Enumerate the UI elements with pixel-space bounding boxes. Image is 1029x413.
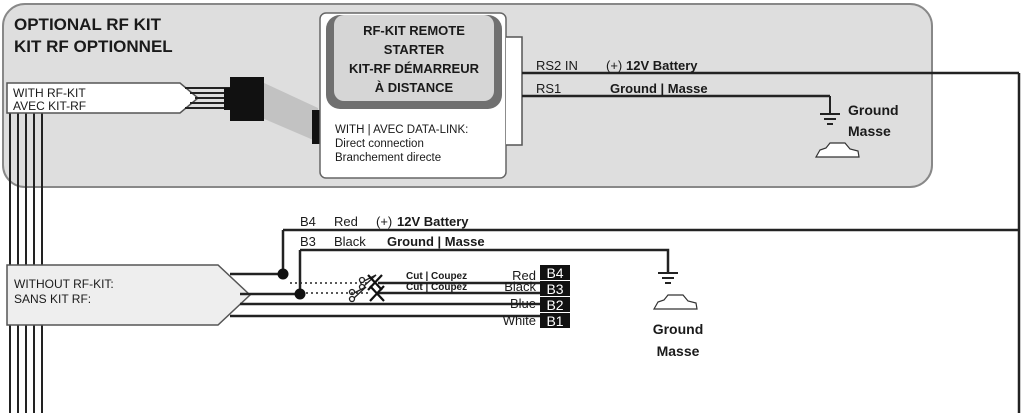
cut-label-1: Cut | Coupez bbox=[406, 271, 467, 282]
b3-color: Black bbox=[334, 234, 366, 249]
datalink-line1: WITH | AVEC DATA-LINK: bbox=[335, 124, 468, 136]
harness-connector-icon bbox=[230, 77, 264, 121]
pin-block-b4 bbox=[540, 265, 570, 280]
without-rf-kit-line2: SANS KIT RF: bbox=[14, 292, 91, 306]
connector-funnel bbox=[262, 82, 318, 142]
rs2-desc: 12V Battery bbox=[626, 58, 698, 73]
cut-label-2: Cut | Coupez bbox=[406, 282, 467, 293]
datalink-line2: Direct connection bbox=[335, 138, 424, 150]
pin-label-b2: B2 bbox=[546, 297, 563, 313]
b3-junction-dot bbox=[294, 288, 306, 300]
pin-block-b3 bbox=[540, 281, 570, 296]
b3-label: B3 bbox=[300, 234, 316, 249]
starter-line1: RF-KIT REMOTE bbox=[363, 23, 465, 38]
rf-kit-title-line1: OPTIONAL RF KIT bbox=[14, 15, 162, 34]
pin-color-b4: Red bbox=[512, 268, 536, 283]
rf-kit-remote-starter-module: RF-KIT REMOTE STARTER KIT-RF DÉMARREUR À… bbox=[319, 12, 523, 179]
ground-top-line2: Masse bbox=[848, 123, 891, 139]
starter-line3: KIT-RF DÉMARREUR bbox=[349, 61, 480, 76]
b4-polarity: (+) bbox=[376, 214, 392, 229]
ground-bottom-line1: Ground bbox=[653, 321, 704, 337]
b3-wire bbox=[300, 248, 670, 272]
pin-block-b2 bbox=[540, 297, 570, 312]
rs1-label: RS1 bbox=[536, 81, 561, 96]
ground-symbol-bottom-icon bbox=[658, 272, 678, 284]
harness-connector-tab bbox=[224, 88, 232, 110]
ground-bottom-line2: Masse bbox=[657, 343, 700, 359]
rs2-polarity: (+) bbox=[606, 58, 622, 73]
ground-symbol-icon bbox=[820, 113, 840, 125]
b3-desc: Ground | Masse bbox=[387, 234, 485, 249]
rf-kit-title-line2: KIT RF OPTIONNEL bbox=[14, 37, 173, 56]
starter-line2: STARTER bbox=[384, 42, 445, 57]
without-rf-kit-wires bbox=[230, 272, 540, 318]
pin-color-b1: White bbox=[503, 313, 536, 328]
b-connector: B4 B3 B2 B1 bbox=[540, 265, 570, 329]
scissors-icon bbox=[348, 274, 377, 303]
car-icon bbox=[814, 142, 860, 158]
pin-label-b3: B3 bbox=[546, 281, 563, 297]
with-rf-kit-line2: AVEC KIT-RF bbox=[13, 99, 86, 113]
rs2-label: RS2 IN bbox=[536, 58, 578, 73]
cut-x-marks bbox=[367, 274, 385, 302]
pin-label-b1: B1 bbox=[546, 313, 563, 329]
rs1-desc: Ground | Masse bbox=[610, 81, 708, 96]
pin-color-b2: Blue bbox=[510, 296, 536, 311]
b4-label: B4 bbox=[300, 214, 316, 229]
b4-color: Red bbox=[334, 214, 358, 229]
without-rf-kit-line1: WITHOUT RF-KIT: bbox=[14, 277, 114, 291]
b4-junction-dot bbox=[277, 268, 289, 280]
with-rf-kit-line1: WITH RF-KIT bbox=[13, 86, 86, 100]
b4-desc: 12V Battery bbox=[397, 214, 469, 229]
car-bottom-icon bbox=[652, 294, 698, 310]
pin-label-b4: B4 bbox=[546, 265, 563, 281]
datalink-port bbox=[312, 110, 322, 144]
starter-line4: À DISTANCE bbox=[375, 80, 454, 95]
pin-block-b1 bbox=[540, 313, 570, 328]
with-rf-kit-label: WITH RF-KIT AVEC KIT-RF bbox=[6, 82, 200, 114]
without-rf-kit-label: WITHOUT RF-KIT: SANS KIT RF: bbox=[6, 264, 252, 326]
pin-color-b3: Black bbox=[504, 279, 536, 294]
ground-top-line1: Ground bbox=[848, 102, 899, 118]
datalink-line3: Branchement directe bbox=[335, 152, 441, 164]
left-harness-wires bbox=[9, 100, 43, 413]
